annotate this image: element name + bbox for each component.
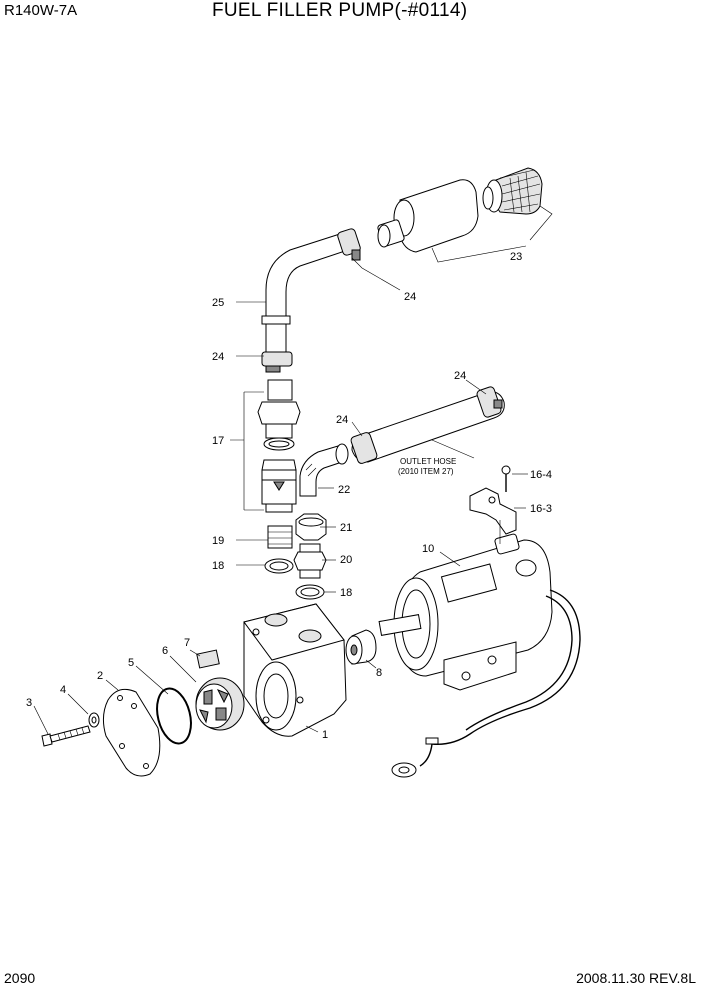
callout-8: 8 <box>376 667 382 679</box>
callout-18-left: 18 <box>212 560 224 572</box>
callout-21: 21 <box>340 522 352 534</box>
callout-23: 23 <box>510 251 522 263</box>
outlet-hose <box>350 386 505 464</box>
leader-lines <box>33 257 528 735</box>
callout-1: 1 <box>322 729 328 741</box>
vane-part-7 <box>196 649 220 669</box>
o-ring-part-5 <box>156 687 192 745</box>
callout-7: 7 <box>184 637 190 649</box>
suction-hose-part-25 <box>261 228 361 373</box>
page-number: 2090 <box>4 970 36 986</box>
callout-16-4: 16-4 <box>530 469 552 481</box>
page-title: FUEL FILLER PUMP(-#0114) <box>212 0 468 21</box>
strainer-assembly-part-23 <box>377 167 553 263</box>
callout-24-upper-clamp: 24 <box>404 291 416 303</box>
callout-10: 10 <box>422 543 434 555</box>
motor-part-10 <box>378 533 553 691</box>
revision-date: 2008.11.30 REV.8L <box>576 970 696 986</box>
callout-25: 25 <box>212 297 224 309</box>
callout-4: 4 <box>60 684 66 696</box>
model-code: R140W-7A <box>4 2 78 19</box>
cover-part-2 <box>102 688 161 777</box>
callout-2: 2 <box>97 670 103 682</box>
pump-body-part-1 <box>243 603 347 737</box>
callout-17: 17 <box>212 435 224 447</box>
callout-20: 20 <box>340 554 352 566</box>
outlet-elbow-part-22 <box>299 443 349 497</box>
fittings-and-seals <box>264 513 327 600</box>
coupling-part-8 <box>345 629 377 665</box>
power-lead-wire <box>391 589 581 778</box>
callout-3: 3 <box>26 697 32 709</box>
check-valve-part-17 <box>257 379 301 513</box>
callout-labels: 23 24 25 24 24 24 17 OUTLET HOSE (2010 I… <box>26 251 552 741</box>
outlet-hose-note-line2: (2010 ITEM 27) <box>398 467 454 476</box>
bolt-and-washer-parts-3-4 <box>41 712 100 747</box>
callout-24-outlet-end: 24 <box>454 370 466 382</box>
callout-22: 22 <box>338 484 350 496</box>
rotor-part-6 <box>195 677 245 731</box>
callout-16-3: 16-3 <box>530 503 552 515</box>
outlet-hose-note-line1: OUTLET HOSE <box>400 457 456 466</box>
callout-19: 19 <box>212 535 224 547</box>
callout-18-right: 18 <box>340 587 352 599</box>
screw-part-16-4 <box>501 465 511 492</box>
callout-24-outlet-start: 24 <box>336 414 348 426</box>
callout-24-lower-clamp: 24 <box>212 351 224 363</box>
callout-5: 5 <box>128 657 134 669</box>
callout-6: 6 <box>162 645 168 657</box>
bracket-part-16-3 <box>469 487 517 544</box>
